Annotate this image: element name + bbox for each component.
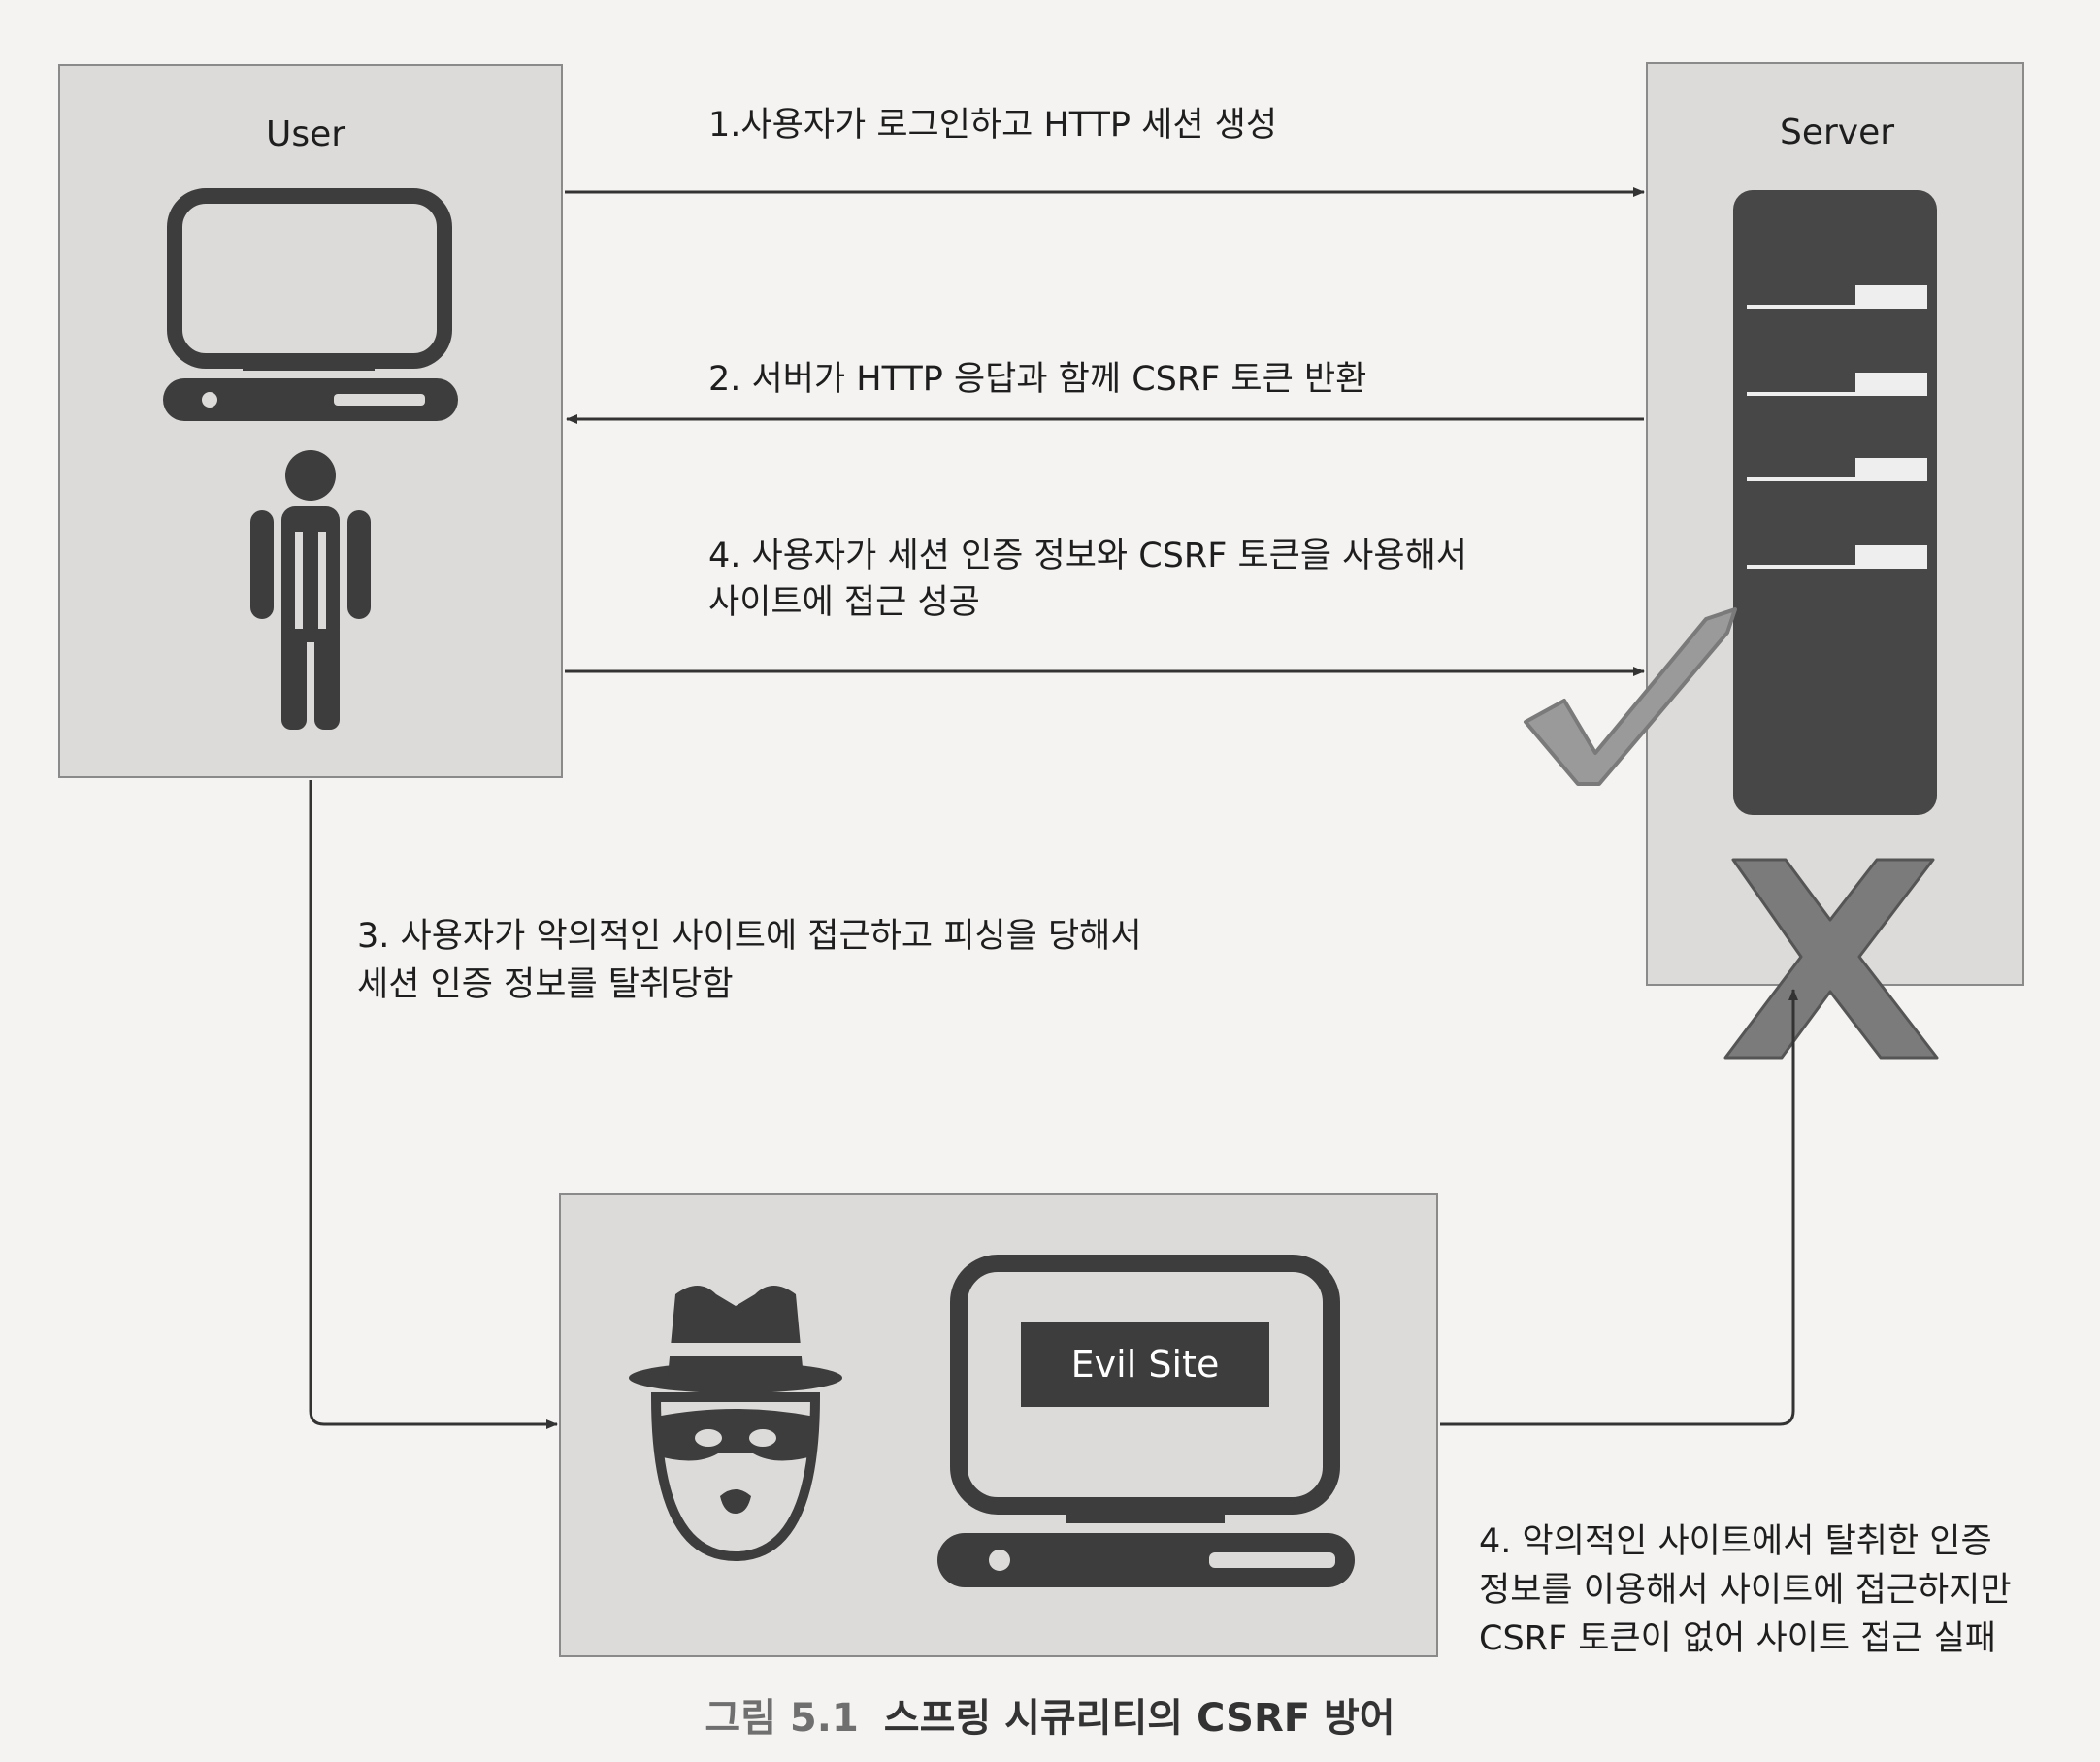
person-icon xyxy=(250,450,371,730)
desktop-computer-icon xyxy=(163,188,458,421)
user-label: User xyxy=(266,114,346,154)
figure-number: 그림 5.1 xyxy=(705,1696,859,1741)
step1-text: 1.사용자가 로그인하고 HTTP 세션 생성 xyxy=(708,106,1278,145)
cross-mark-icon xyxy=(1723,858,1939,1060)
check-mark-icon xyxy=(1524,607,1737,786)
step3-line1: 3. 사용자가 악의적인 사이트에 접근하고 피싱을 당해서 xyxy=(357,917,1142,956)
step4-fail-line2: 정보를 이용해서 사이트에 접근하지만 xyxy=(1479,1571,2012,1610)
evil-site-label: Evil Site xyxy=(1070,1343,1220,1386)
arrow-step4-fail xyxy=(1440,989,1798,1426)
step4-fail-line1: 4. 악의적인 사이트에서 탈취한 인증 xyxy=(1479,1522,1992,1561)
step4-success-line2: 사이트에 접근 성공 xyxy=(708,583,980,622)
hacker-icon xyxy=(629,1286,842,1562)
server-label: Server xyxy=(1780,113,1895,152)
step4-fail-line3: CSRF 토큰이 없어 사이트 접근 실패 xyxy=(1479,1619,1997,1658)
step3-line2: 세션 인증 정보를 탈취당함 xyxy=(357,965,734,1004)
step2-text: 2. 서버가 HTTP 응답과 함께 CSRF 토큰 반환 xyxy=(708,360,1367,399)
evil-site-computer-icon xyxy=(937,1255,1355,1587)
figure-caption: 그림 5.1 스프링 시큐리티의 CSRF 방어 xyxy=(0,1686,2100,1743)
figure-title: 스프링 시큐리티의 CSRF 방어 xyxy=(883,1696,1395,1741)
arrow-step3 xyxy=(309,780,558,1429)
server-rack-icon xyxy=(1733,190,1937,815)
step4-success-line1: 4. 사용자가 세션 인증 정보와 CSRF 토큰을 사용해서 xyxy=(708,537,1467,575)
